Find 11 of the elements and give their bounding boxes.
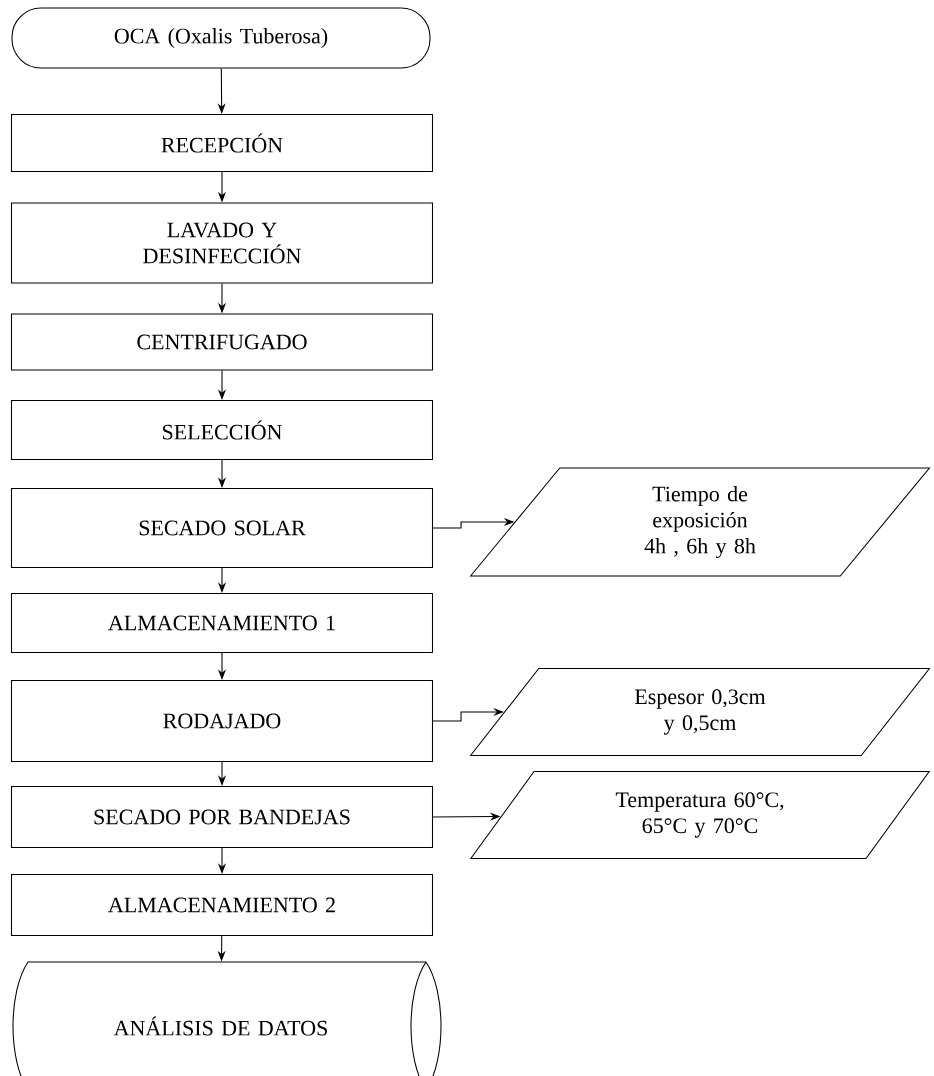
process-box: ALMACENAMIENTO 1: [10, 592, 434, 654]
process-box: RECEPCIÓN: [10, 113, 434, 173]
process-box: SECADO POR BANDEJAS: [10, 785, 434, 849]
process-box: LAVADO Y DESINFECCIÓN: [10, 202, 434, 284]
process-box: SELECCIÓN: [10, 399, 434, 461]
process-box: SECADO SOLAR: [10, 487, 434, 569]
process-box: ALMACENAMIENTO 2: [10, 873, 434, 937]
arrow: [432, 707, 504, 722]
start-terminal: OCA (Oxalis Tuberosa): [11, 7, 431, 69]
process-box: CENTRIFUGADO: [10, 313, 434, 371]
process-box: RODAJADO: [10, 679, 434, 763]
